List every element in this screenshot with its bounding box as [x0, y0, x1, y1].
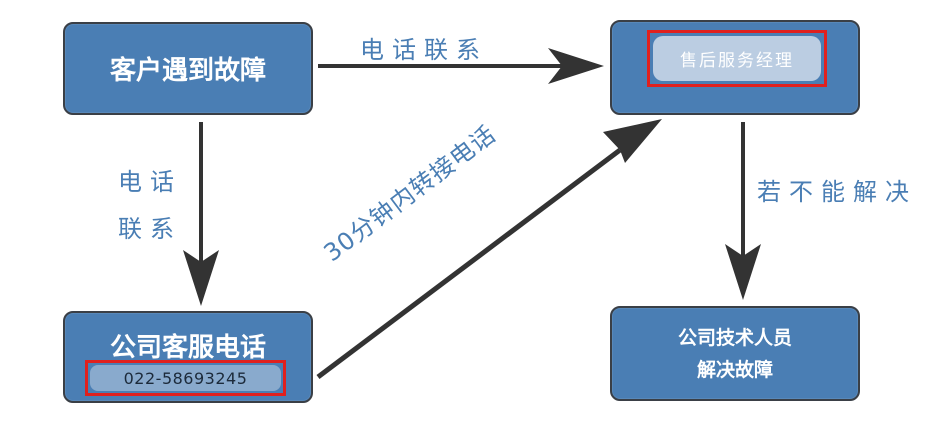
manager-highlight: 售后服务经理 — [647, 30, 827, 87]
node-after-sales-manager-label: 售后服务经理 — [680, 51, 794, 71]
node-tech-staff-line1: 公司技术人员 — [677, 326, 792, 349]
arrow-hotline-to-manager — [316, 119, 662, 379]
arrow-customer-to-manager — [318, 48, 604, 84]
edge-label-contact: 联系 — [118, 215, 182, 243]
node-service-hotline-label: 公司客服电话 — [109, 333, 266, 363]
hotline-number: 022-58693245 — [123, 368, 248, 388]
arrow-manager-to-tech — [725, 122, 761, 300]
node-customer-fault-label: 客户遇到故障 — [109, 56, 266, 86]
arrow-customer-to-hotline — [183, 122, 219, 306]
node-tech-staff: 公司技术人员 解决故障 — [610, 306, 860, 401]
edge-label-phone: 电话 — [118, 168, 182, 196]
node-tech-staff-line2: 解决故障 — [696, 358, 773, 381]
edge-label-if-unresolved: 若不能解决 — [757, 178, 917, 206]
edge-label-phone-contact: 电话联系 — [360, 36, 488, 64]
hotline-number-highlight: 022-58693245 — [85, 360, 286, 396]
node-customer-fault: 客户遇到故障 — [63, 22, 313, 115]
